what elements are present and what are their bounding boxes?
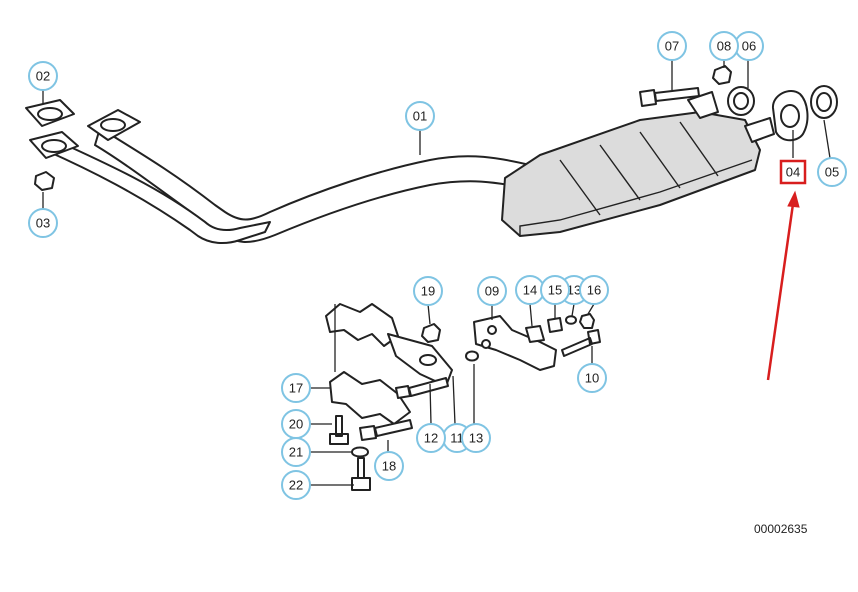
washer-13 [465,350,479,362]
document-number: 00002635 [754,522,808,536]
bracket-09 [473,315,557,371]
front-pipe [25,99,531,245]
callout-label: 12 [424,431,438,446]
callout-09[interactable]: 09 [477,276,507,306]
callout-05[interactable]: 05 [817,157,847,187]
callout-06[interactable]: 06 [734,31,764,61]
leader-lines [42,60,831,486]
callout-12[interactable]: 12 [416,423,446,453]
callout-20[interactable]: 20 [281,409,311,439]
bolt-12 [395,377,449,399]
callout-16[interactable]: 16 [579,275,609,305]
callout-18[interactable]: 18 [374,451,404,481]
bushing-14 [525,325,545,343]
bolt-22 [351,457,371,491]
ring-06 [727,86,755,116]
washer-21 [351,446,369,458]
callout-label: 08 [717,39,731,54]
nut-16 [579,313,595,329]
callout-label: 13 [567,283,581,298]
callout-15[interactable]: 15 [540,275,570,305]
ring-05 [810,85,838,119]
bolt-18 [359,419,413,441]
callout-08[interactable]: 08 [709,31,739,61]
callout-07[interactable]: 07 [657,31,687,61]
gasket-04 [771,89,809,142]
bolt-20 [329,415,349,445]
callout-04-highlighted[interactable]: 04 [779,159,807,185]
callout-label: 11 [450,431,464,446]
callout-17[interactable]: 17 [281,373,311,403]
callout-label: 22 [289,478,303,493]
callout-label: 20 [289,417,303,432]
callout-22[interactable]: 22 [281,470,311,500]
catalytic-converter [501,91,775,237]
callout-label: 21 [289,445,303,460]
callout-label: 14 [523,283,537,298]
callout-label: 09 [485,284,499,299]
callout-label: 10 [585,371,599,386]
callout-label: 16 [587,283,601,298]
callout-label: 06 [742,39,756,54]
callout-label: 03 [36,216,50,231]
callout-label: 19 [421,284,435,299]
callout-02[interactable]: 02 [28,61,58,91]
callout-19[interactable]: 19 [413,276,443,306]
callout-10[interactable]: 10 [577,363,607,393]
sleeve-15 [547,317,563,333]
callout-03[interactable]: 03 [28,208,58,238]
callout-14[interactable]: 14 [515,275,545,305]
callout-21[interactable]: 21 [281,437,311,467]
callout-label: 18 [382,459,396,474]
washer-13b [565,315,577,325]
callout-label: 05 [825,165,839,180]
callout-13[interactable]: 13 [461,423,491,453]
callout-label: 15 [548,283,562,298]
highlight-arrow [766,190,800,381]
callout-label: 13 [469,431,483,446]
nut-19 [421,323,441,343]
callout-label: 04 [786,165,800,180]
callout-label: 17 [289,381,303,396]
clamp-lower [329,371,411,425]
clamp-upper [325,303,453,387]
bolt-07 [639,87,700,107]
callout-label: 07 [665,39,679,54]
callout-label: 01 [413,109,427,124]
nut-08 [712,65,732,85]
bolt-10 [561,329,601,357]
callout-label: 02 [36,69,50,84]
callout-01[interactable]: 01 [405,101,435,131]
